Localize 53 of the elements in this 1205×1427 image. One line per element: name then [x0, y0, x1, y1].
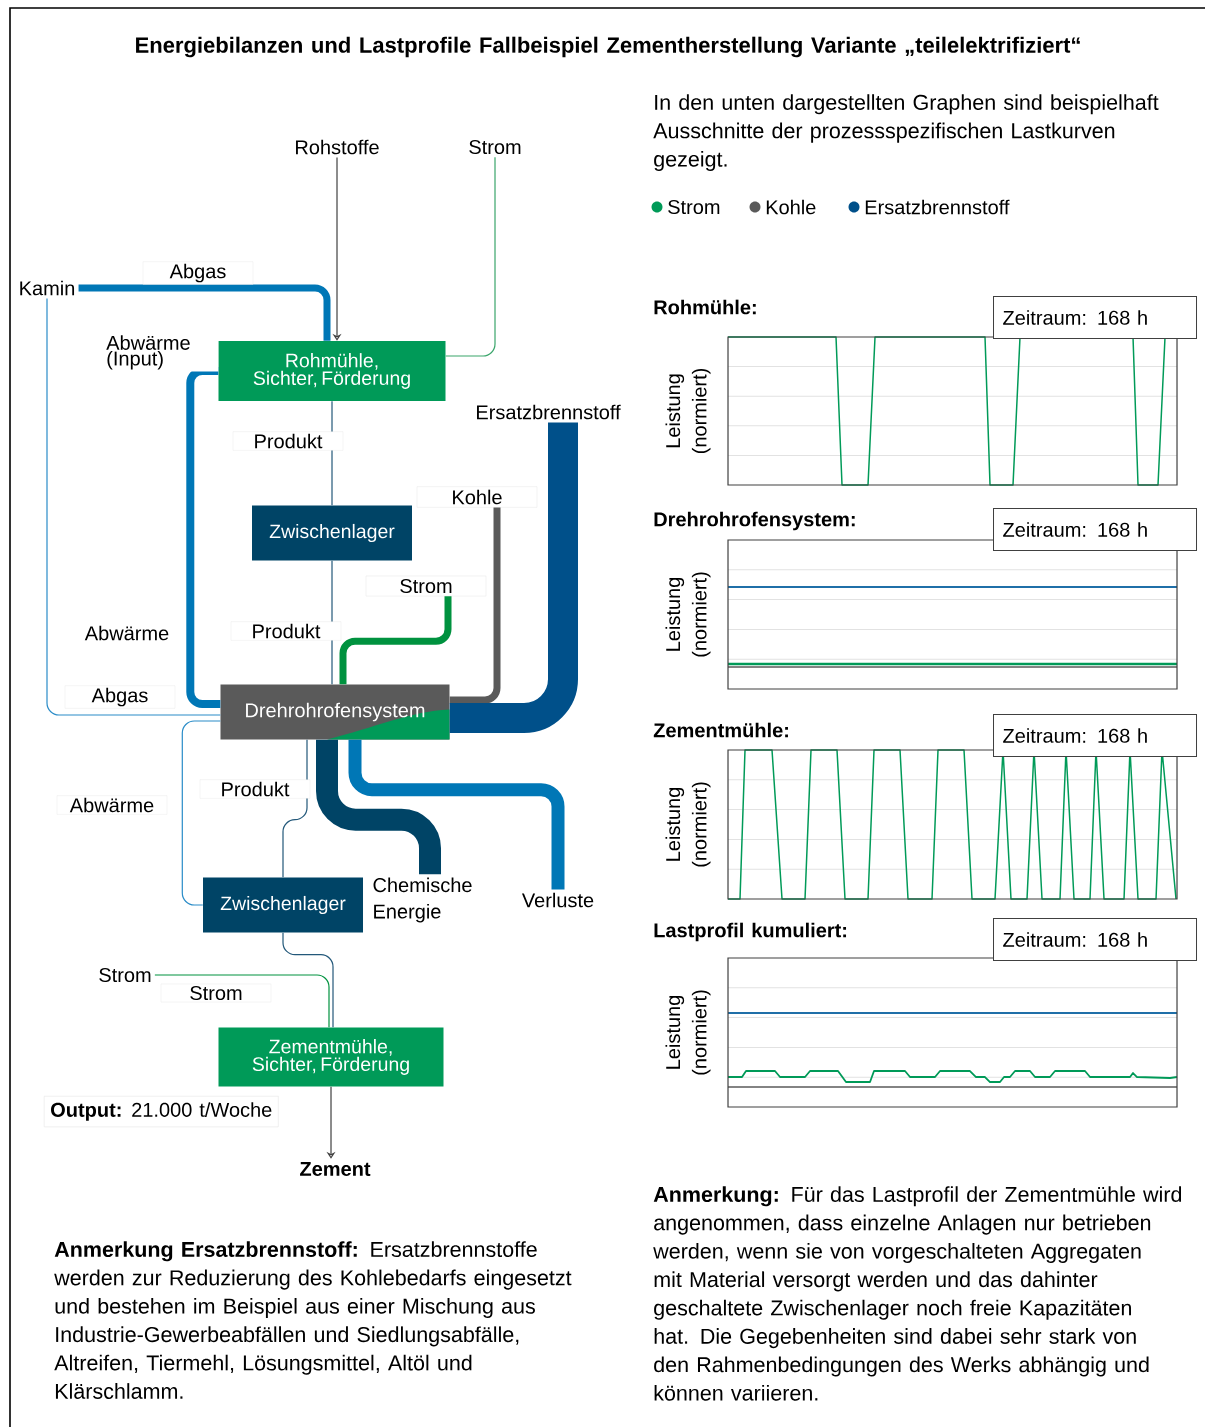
title: Energiebilanzen und Lastprofile Fallbeispiel Zementherstellung Variante „teilelektrifiziert“ [136, 36, 1080, 58]
edge-label: Produkt [199, 779, 311, 799]
flow-line [445, 156, 496, 357]
flow-line [181, 720, 221, 906]
edge-label: Strom [160, 983, 272, 1003]
process-box: Rohmühle, Sichter, Förderung [218, 341, 446, 401]
flow-line [449, 422, 578, 733]
flow-label: Kamin [15, 277, 79, 299]
chart-title: Lastprofil kumuliert: [654, 922, 846, 942]
flow-line [449, 507, 501, 704]
legend-label: Strom [668, 199, 720, 215]
flow-line [316, 739, 441, 875]
process-box: Zwischenlager [252, 505, 412, 561]
period-box: Zeitraum: 168 h [993, 714, 1197, 757]
flow-label: Chemische Energie [369, 874, 491, 926]
note-text: Anmerkung: Für das Lastprofil der Zementmühle wird angenommen, dass einzelne Anlagen nur betrieben werden, wenn sie von vorgeschalteten Aggregaten mit Material versorgt werden und das dahinter geschaltete Zwischenlager noch freie Kapazitäten hat. Die Gegebenheiten sind dabei sehr stark von den Rahmenbedingungen des Werks abhängig und können variieren. [653, 1186, 1182, 1401]
flow-line [154, 974, 330, 1028]
flow-label: Rohstoffe [291, 136, 383, 158]
process-box: Zwischenlager [203, 877, 363, 933]
axis-label: Leistung (normiert) [665, 990, 711, 1075]
axis-label: Leistung (normiert) [665, 782, 711, 867]
edge-label: Abgas [64, 685, 176, 709]
flow-label: Strom [95, 964, 155, 986]
axis-label: Leistung (normiert) [665, 368, 711, 454]
output-note: Output: 21.000 t/Woche [44, 1096, 279, 1128]
flow-label: Strom [465, 136, 525, 158]
process-box: Drehrohrofensystem [220, 684, 450, 740]
chart-title: Drehrohrofensystem: [654, 511, 855, 531]
process-box: Zementmühle, Sichter, Förderung [218, 1027, 444, 1087]
edge-label: Abgas [142, 261, 254, 285]
edge-label: Abwärme (Input) [104, 333, 219, 372]
period-box: Zeitraum: 168 h [993, 296, 1197, 339]
flow-label: Ersatzbrennstoff [472, 401, 624, 423]
flow-label: Strom [365, 575, 487, 597]
chart-title: Zementmühle: [653, 722, 788, 738]
flow-label: Verluste [518, 889, 598, 911]
flow-label: Kohle [416, 486, 538, 508]
edge-label: Produkt [232, 431, 344, 451]
chart-title: Rohmühle: [654, 299, 756, 315]
intro-text: In den unten dargestellten Graphen sind beispielhaft Ausschnitte der prozessspezifischen Lastkurven gezeigt. [653, 94, 1159, 171]
flow-line [348, 739, 565, 890]
period-box: Zeitraum: 168 h [993, 918, 1197, 961]
flow-label: Abwärme [84, 625, 169, 641]
flow-line [46, 297, 221, 716]
period-box: Zeitraum: 168 h [993, 508, 1197, 551]
note-text: Anmerkung Ersatzbrennstoff: Ersatzbrennstoffe werden zur Reduzierung des Kohlebedarfs eingesetzt und bestehen im Beispiel aus einer Mischung aus Industrie-Gewerbeabfällen und Siedlungsabfälle, Altreifen, Tiermehl, Lösungsmittel, Altöl und Klärschlamm. [54, 1241, 572, 1399]
edge-label: Produkt [230, 621, 342, 641]
legend-label: Kohle [766, 199, 816, 215]
flow-line [282, 932, 334, 1028]
legend-label: Ersatzbrennstoff [865, 199, 1010, 215]
flow-label: Zement [296, 1159, 374, 1179]
axis-label: Leistung (normiert) [665, 572, 711, 657]
edge-label: Abwärme [56, 795, 168, 815]
